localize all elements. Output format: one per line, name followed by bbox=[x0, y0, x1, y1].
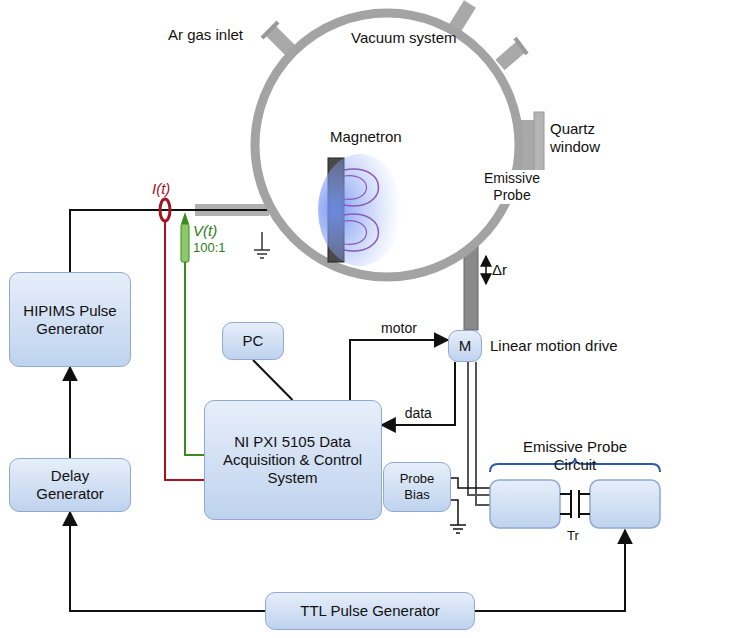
gas-inlet-port bbox=[270, 30, 292, 52]
drawing-part bbox=[254, 249, 270, 251]
drawing-part bbox=[579, 493, 590, 495]
connector bbox=[69, 367, 71, 458]
drawing-part bbox=[260, 257, 264, 259]
node-label: NI PXI 5105 Data Acquisition & Control S… bbox=[208, 430, 378, 490]
part-label: Tr bbox=[567, 528, 579, 544]
drawing-part bbox=[560, 513, 571, 515]
transformer bbox=[560, 490, 590, 518]
connector bbox=[253, 360, 293, 400]
bias-box: Probe Bias bbox=[383, 462, 451, 512]
node-label: TTL Pulse Generator bbox=[295, 599, 445, 623]
drawing-part bbox=[261, 232, 263, 250]
connector bbox=[70, 512, 265, 611]
signal-name: I(t) bbox=[152, 180, 170, 198]
bias-wire bbox=[448, 478, 490, 488]
dimension-label: Δr bbox=[492, 261, 507, 279]
group-label: Emissive Probe Circuit bbox=[500, 438, 650, 474]
drawing-part bbox=[450, 524, 466, 526]
edge-label: motor bbox=[379, 321, 419, 336]
port-flange bbox=[515, 38, 527, 54]
plasma-glow bbox=[318, 154, 402, 266]
top-port bbox=[500, 46, 522, 65]
top-port bbox=[455, 4, 470, 28]
connector bbox=[382, 362, 456, 425]
drawing-part bbox=[453, 528, 463, 530]
part-label: Linear motion drive bbox=[490, 337, 618, 355]
plasma-arc bbox=[344, 221, 367, 245]
voltage-probe-tip bbox=[181, 212, 189, 224]
probe-lead bbox=[468, 362, 490, 495]
voltage-probe bbox=[181, 224, 189, 262]
ground-symbol bbox=[448, 500, 466, 533]
delay-generator-box: Delay Generator bbox=[9, 458, 131, 512]
chamber-wall bbox=[255, 13, 519, 277]
part-label: Magnetron bbox=[330, 128, 402, 146]
ratio-label: 100:1 bbox=[193, 240, 226, 256]
node-label: Delay Generator bbox=[10, 464, 130, 506]
daq-box: NI PXI 5105 Data Acquisition & Control S… bbox=[204, 400, 382, 520]
node-label: Vacuum system bbox=[346, 26, 462, 50]
node-label: M bbox=[454, 334, 477, 358]
node-label: Probe Bias bbox=[384, 468, 450, 505]
drawing-part bbox=[456, 532, 460, 534]
drawing-part bbox=[257, 253, 267, 255]
current-probe bbox=[160, 199, 170, 221]
node-label: PC bbox=[238, 329, 269, 353]
circuit-box bbox=[590, 480, 660, 528]
part-label: Emissive Probe bbox=[478, 170, 546, 204]
ttl-generator-box: TTL Pulse Generator bbox=[265, 592, 475, 630]
part-label: Quartz window bbox=[550, 120, 612, 156]
drawing-part bbox=[570, 490, 572, 518]
plasma-arc bbox=[344, 169, 379, 206]
voltage-signal-wire bbox=[185, 262, 205, 455]
pc-box: PC bbox=[222, 322, 284, 360]
ground-symbol bbox=[254, 232, 270, 258]
current-signal-wire bbox=[165, 221, 205, 480]
probe-lead bbox=[476, 362, 490, 505]
motion-arrow bbox=[485, 256, 487, 284]
node-label: HIPIMS Pulse Generator bbox=[10, 299, 130, 341]
port-label: Ar gas inlet bbox=[168, 26, 243, 44]
pulse-generator-box: HIPIMS Pulse Generator bbox=[9, 272, 131, 367]
port-flange bbox=[262, 22, 278, 38]
edge-label: data bbox=[403, 406, 434, 421]
connector bbox=[350, 340, 448, 400]
plasma-arc bbox=[344, 176, 367, 200]
circuit-box bbox=[490, 480, 560, 528]
signal-name: V(t) bbox=[193, 222, 217, 240]
trigger-wire bbox=[475, 530, 625, 611]
drawing-part bbox=[579, 513, 590, 515]
drawing-part bbox=[560, 493, 571, 495]
plasma-arc bbox=[344, 214, 379, 251]
motor-box: M bbox=[448, 330, 482, 362]
